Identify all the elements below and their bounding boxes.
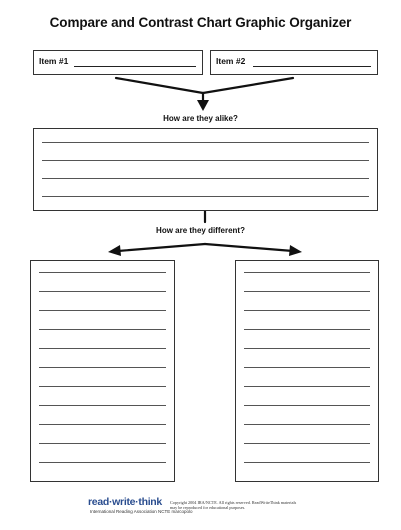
different-right-line[interactable] xyxy=(244,329,370,330)
different-right-line[interactable] xyxy=(244,348,370,349)
different-right-line[interactable] xyxy=(244,443,370,444)
alike-line[interactable] xyxy=(42,142,369,143)
split-arrow-right-shaft xyxy=(203,242,295,253)
different-left-line[interactable] xyxy=(39,291,166,292)
right-arrowhead xyxy=(289,245,302,256)
different-left-line[interactable] xyxy=(39,443,166,444)
item-1-label: Item #1 xyxy=(39,56,69,66)
different-left-box[interactable] xyxy=(30,260,175,482)
different-right-line[interactable] xyxy=(244,386,370,387)
different-left-line[interactable] xyxy=(39,310,166,311)
different-heading: How are they different? xyxy=(156,226,245,235)
different-left-line[interactable] xyxy=(39,367,166,368)
item-1-blank-line[interactable] xyxy=(74,66,196,67)
different-right-line[interactable] xyxy=(244,291,370,292)
alike-line[interactable] xyxy=(42,196,369,197)
different-right-box[interactable] xyxy=(235,260,379,482)
down-arrowhead xyxy=(197,100,209,111)
item-1-box[interactable]: Item #1 xyxy=(33,50,203,75)
converge-line-left xyxy=(114,76,205,95)
different-left-line[interactable] xyxy=(39,348,166,349)
alike-box[interactable] xyxy=(33,128,378,211)
split-arrow-left-shaft xyxy=(116,242,207,253)
item-2-blank-line[interactable] xyxy=(253,66,371,67)
different-left-line[interactable] xyxy=(39,272,166,273)
left-arrowhead xyxy=(108,245,121,256)
converge-line-right xyxy=(201,76,295,95)
item-2-label: Item #2 xyxy=(216,56,246,66)
different-right-line[interactable] xyxy=(244,462,370,463)
different-right-line[interactable] xyxy=(244,424,370,425)
page-title: Compare and Contrast Chart Graphic Organ… xyxy=(49,15,352,30)
different-right-line[interactable] xyxy=(244,272,370,273)
different-left-line[interactable] xyxy=(39,329,166,330)
different-left-line[interactable] xyxy=(39,462,166,463)
alike-line[interactable] xyxy=(42,160,369,161)
item-2-box[interactable]: Item #2 xyxy=(210,50,378,75)
different-left-line[interactable] xyxy=(39,424,166,425)
copyright-notice: Copyright 2004 IRA/NCTE. All rights rese… xyxy=(170,500,297,510)
partner-logos: International Reading Association NCTE m… xyxy=(90,509,193,514)
different-left-line[interactable] xyxy=(39,386,166,387)
different-right-line[interactable] xyxy=(244,405,370,406)
different-right-line[interactable] xyxy=(244,310,370,311)
alike-line[interactable] xyxy=(42,178,369,179)
different-right-line[interactable] xyxy=(244,367,370,368)
alike-heading: How are they alike? xyxy=(163,114,238,123)
different-left-line[interactable] xyxy=(39,405,166,406)
readwritethink-logo: read·write·think xyxy=(88,496,162,508)
